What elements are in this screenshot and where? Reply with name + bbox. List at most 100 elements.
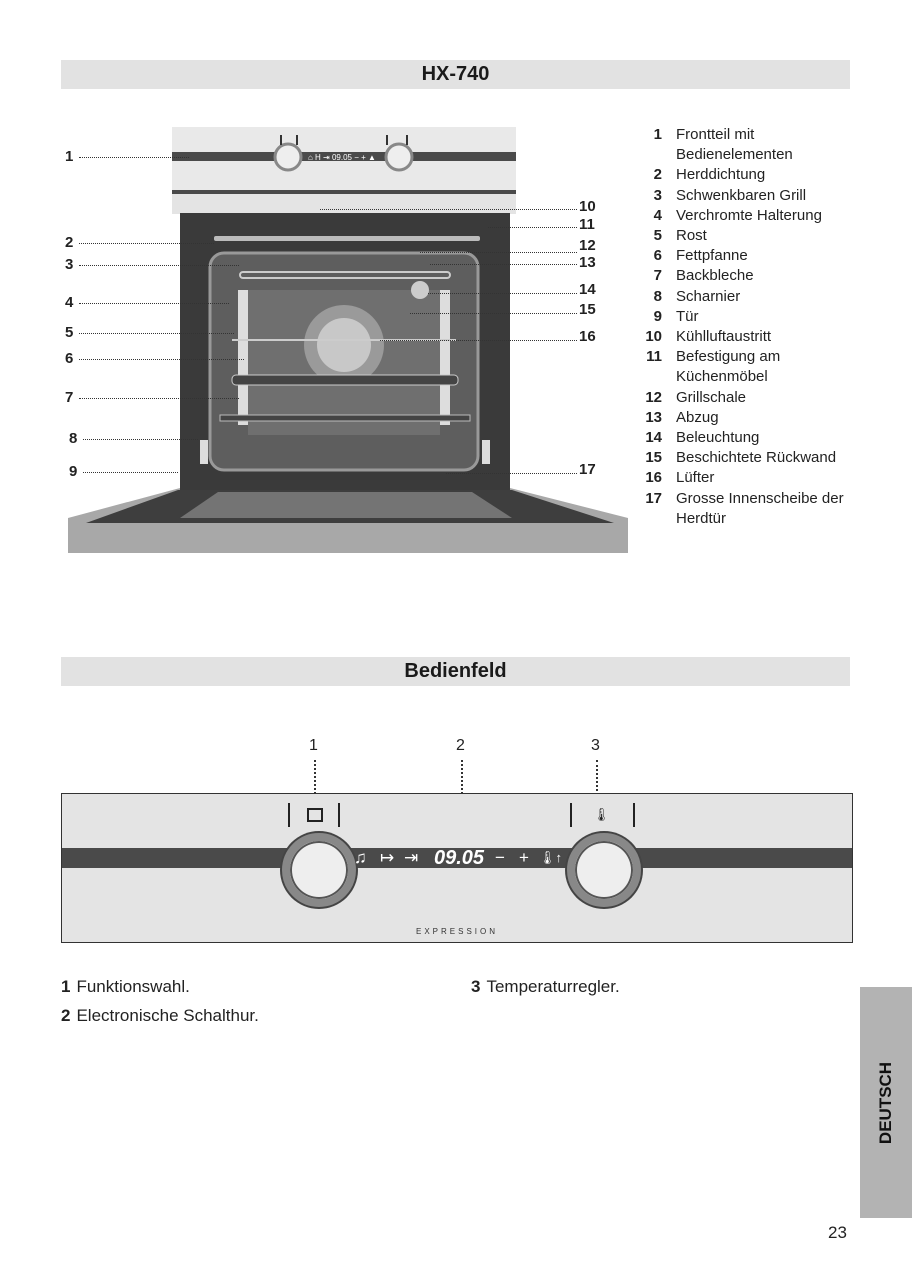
callout-5: 5 bbox=[65, 324, 74, 341]
marker bbox=[570, 803, 572, 827]
leader-line bbox=[79, 265, 239, 266]
callout-1: 1 bbox=[65, 148, 74, 165]
duration-icon[interactable]: ↦ bbox=[380, 848, 395, 867]
fast-heat-icon[interactable]: 🌡↑ bbox=[539, 850, 563, 865]
legend-number: 16 bbox=[645, 469, 662, 487]
legend-number: 13 bbox=[645, 408, 662, 426]
control-panel: 🌡 ♫ ↦ ⇥ 09.05 − + 🌡↑ EXPRESSION bbox=[61, 793, 853, 943]
leader-line bbox=[314, 760, 316, 806]
legend-number: 10 bbox=[645, 328, 662, 346]
language-tab: DEUTSCH bbox=[860, 987, 912, 1218]
legend-item: 6 Fettpfanne bbox=[636, 246, 856, 266]
legend-number: 15 bbox=[645, 449, 662, 467]
legend-number: 9 bbox=[653, 307, 662, 325]
function-selector-knob[interactable] bbox=[282, 833, 356, 907]
callout-6: 6 bbox=[65, 350, 74, 367]
legend-text: Verchromte Halterung bbox=[676, 206, 822, 224]
legend-number: 17 bbox=[645, 489, 662, 507]
leader-line bbox=[428, 293, 577, 294]
brand-label: EXPRESSION bbox=[415, 927, 498, 936]
legend-text: Grosse Innenscheibe der Herdtür bbox=[676, 489, 844, 527]
legend-number: 6 bbox=[653, 247, 662, 265]
legend-text: Grillschale bbox=[676, 388, 747, 406]
marker bbox=[288, 803, 290, 827]
legend-number: 14 bbox=[645, 429, 662, 447]
legend-number: 4 bbox=[653, 206, 662, 224]
panel-callout-1: 1 bbox=[309, 737, 318, 754]
plus-button[interactable]: + bbox=[519, 848, 529, 867]
leader-line bbox=[410, 313, 577, 314]
bell-icon[interactable]: ♫ bbox=[354, 848, 367, 867]
legend-text: Frontteil mit Bedienelementen bbox=[676, 126, 793, 164]
legend-item: 8 Scharnier bbox=[636, 287, 856, 307]
legend-number: 1 bbox=[653, 126, 662, 143]
oven-illustration: ⌂ H ⇥ 09.05 − + ▲ bbox=[68, 127, 628, 553]
callout-3: 3 bbox=[65, 256, 74, 273]
callout-11: 11 bbox=[579, 216, 595, 233]
legend-text: Rost bbox=[676, 227, 707, 245]
callout-13: 13 bbox=[579, 254, 596, 271]
temperature-knob[interactable] bbox=[567, 833, 641, 907]
legend-text: Scharnier bbox=[676, 287, 741, 305]
legend-item: 9 Tür bbox=[636, 307, 856, 327]
leader-line bbox=[79, 243, 214, 244]
legend-number: 7 bbox=[653, 267, 662, 285]
leader-line bbox=[79, 333, 234, 334]
leader-line bbox=[79, 359, 244, 360]
svg-text:⌂ H ⇥ 09.05 − + ▲: ⌂ H ⇥ 09.05 − + ▲ bbox=[308, 153, 376, 162]
legend-item: 2 Herddichtung bbox=[636, 165, 856, 185]
minus-button[interactable]: − bbox=[495, 848, 505, 867]
legend-item: 11 Befestigung am Küchenmöbel bbox=[636, 347, 856, 387]
marker bbox=[633, 803, 635, 827]
callout-9: 9 bbox=[69, 463, 78, 480]
leader-line bbox=[596, 760, 598, 815]
callout-16: 16 bbox=[579, 328, 596, 345]
page-number: 23 bbox=[828, 1223, 847, 1242]
legend-text: Tür bbox=[676, 307, 699, 325]
end-time-icon[interactable]: ⇥ bbox=[404, 848, 419, 867]
callout-8: 8 bbox=[69, 430, 78, 447]
leader-line bbox=[83, 439, 198, 440]
legend-item: 4 Verchromte Halterung bbox=[636, 206, 856, 226]
callout-15: 15 bbox=[579, 301, 596, 318]
legend-text: Befestigung am Küchenmöbel bbox=[676, 348, 781, 386]
legend-item: 17 Grosse Innenscheibe der Herdtür bbox=[636, 489, 856, 529]
legend-text: Fettpfanne bbox=[676, 247, 748, 265]
legend-text: Beschichtete Rückwand bbox=[676, 449, 837, 467]
legend-text: Backbleche bbox=[676, 267, 754, 285]
legend-item: 13 Abzug bbox=[636, 408, 856, 428]
legend-text: Herddichtung bbox=[676, 166, 766, 184]
legend-number: 12 bbox=[645, 388, 662, 406]
leader-line bbox=[420, 252, 577, 253]
legend-item: 16 Lüfter bbox=[636, 468, 856, 488]
leader-line bbox=[430, 264, 577, 265]
leader-line bbox=[79, 303, 229, 304]
time-display: 09.05 bbox=[434, 847, 485, 869]
leader-line bbox=[79, 398, 239, 399]
callout-4: 4 bbox=[65, 294, 74, 311]
legend-text: Lüfter bbox=[676, 469, 715, 487]
legend-text: Abzug bbox=[676, 408, 719, 426]
legend-text: Schwenkbaren Grill bbox=[676, 186, 807, 204]
marker bbox=[338, 803, 340, 827]
legend-item: 7 Backbleche bbox=[636, 266, 856, 286]
panel-callout-2: 2 bbox=[456, 737, 465, 754]
legend-number: 11 bbox=[646, 348, 662, 366]
legend-number: 8 bbox=[653, 287, 662, 305]
legend-item: 14 Beleuchtung bbox=[636, 428, 856, 448]
function-square-icon bbox=[307, 808, 323, 822]
callout-14: 14 bbox=[579, 281, 596, 298]
callout-10: 10 bbox=[579, 198, 596, 215]
legend-text: Beleuchtung bbox=[676, 429, 760, 447]
leader-line bbox=[79, 157, 189, 158]
callout-7: 7 bbox=[65, 389, 74, 406]
leader-line bbox=[380, 340, 577, 341]
legend-number: 2 bbox=[653, 166, 662, 184]
legend-item: 15 Beschichtete Rückwand bbox=[636, 448, 856, 468]
callout-2: 2 bbox=[65, 234, 74, 251]
legend-text: Kühlluftaustritt bbox=[676, 328, 772, 346]
